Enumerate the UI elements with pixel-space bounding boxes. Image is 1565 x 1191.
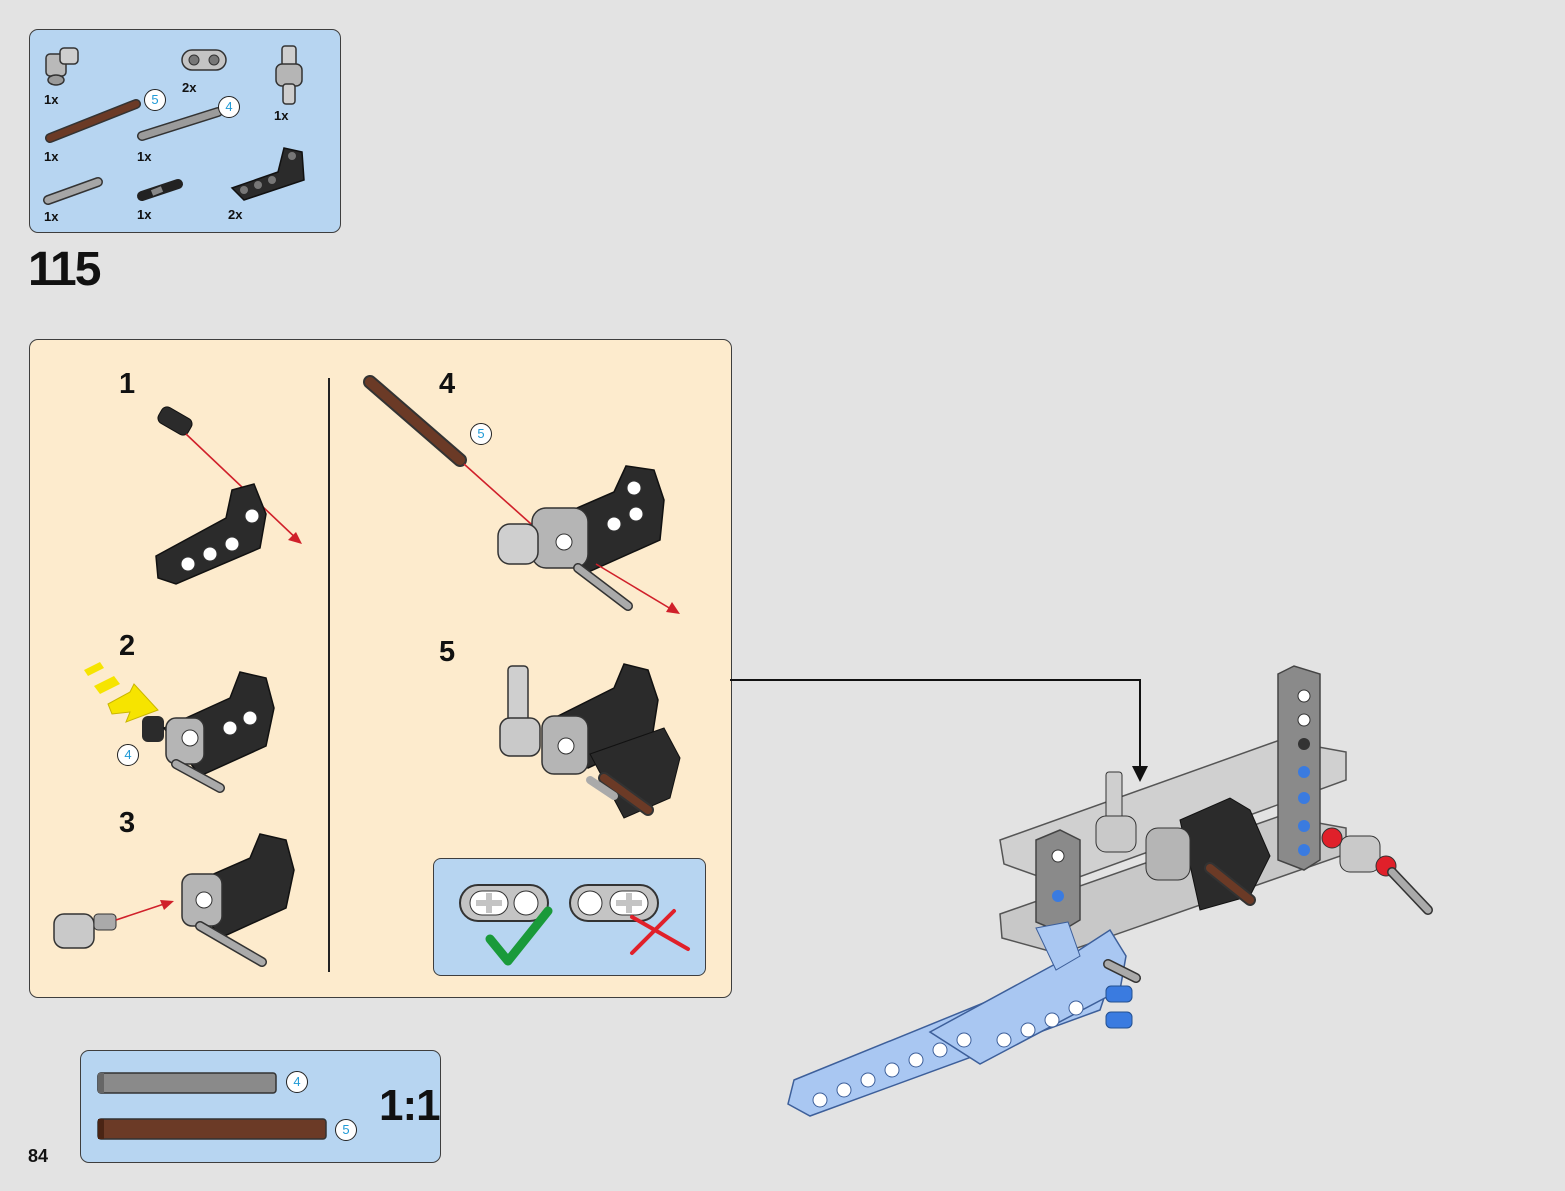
substep-number: 1 xyxy=(119,368,136,400)
axle-orientation-tip xyxy=(433,858,706,976)
substep-4-illustration xyxy=(363,375,680,614)
axle-length-badge: 5 xyxy=(144,89,166,111)
brown-axle-scale-icon xyxy=(97,1118,327,1140)
axle-length-badge: 5 xyxy=(335,1119,357,1141)
substep-number: 5 xyxy=(439,636,456,668)
substep-5-illustration xyxy=(499,663,681,819)
gray-angle-connector-icon xyxy=(45,47,79,86)
axle-length-badge: 4 xyxy=(218,96,240,118)
page-number: 84 xyxy=(28,1146,49,1166)
black-angled-beam-icon xyxy=(230,147,305,201)
part-quantity: 1x xyxy=(44,149,59,164)
substep-1-illustration xyxy=(155,406,302,585)
part-quantity: 1x xyxy=(137,149,152,164)
black-friction-pin-icon xyxy=(137,179,183,201)
substep-divider xyxy=(328,378,330,972)
gray-axle-icon xyxy=(137,107,223,141)
gray-double-pin-connector-icon xyxy=(181,49,227,71)
callout-connector-line xyxy=(730,679,1148,782)
part-quantity: 2x xyxy=(228,207,243,222)
red-cross-icon xyxy=(630,909,690,955)
main-assembly-model xyxy=(787,665,1433,1117)
step-number: 115 xyxy=(28,243,101,296)
part-quantity: 1x xyxy=(44,209,59,224)
gray-axle-scale-icon xyxy=(97,1072,277,1094)
scale-label: 1:1 xyxy=(379,1081,441,1130)
substep-number: 3 xyxy=(119,807,136,839)
part-quantity: 1x xyxy=(137,207,152,222)
substep-number: 2 xyxy=(119,630,136,662)
part-quantity: 2x xyxy=(182,80,197,95)
axle-length-badge: 5 xyxy=(470,423,492,445)
scale-reference-panel: 4 5 1:1 xyxy=(80,1050,441,1163)
green-checkmark-icon xyxy=(485,906,553,966)
gray-axle-connector-icon xyxy=(275,45,303,105)
parts-list-callout: 1x 2x 1x 5 1x 4 1x 1x 1x 2x xyxy=(29,29,341,233)
brown-axle-icon xyxy=(45,99,141,143)
gray-axle-pin-icon xyxy=(43,177,103,205)
axle-length-badge: 4 xyxy=(117,744,139,766)
substep-panel: 1 2 3 4 5 4 xyxy=(29,339,732,998)
substep-3-illustration xyxy=(53,833,295,967)
correct-orientation-part-icon xyxy=(459,884,549,922)
substep-2-illustration xyxy=(84,662,275,793)
substep-number: 4 xyxy=(439,368,456,400)
part-quantity: 1x xyxy=(44,92,59,107)
part-quantity: 1x xyxy=(274,108,289,123)
wrong-orientation-part-icon xyxy=(569,884,659,922)
axle-length-badge: 4 xyxy=(286,1071,308,1093)
